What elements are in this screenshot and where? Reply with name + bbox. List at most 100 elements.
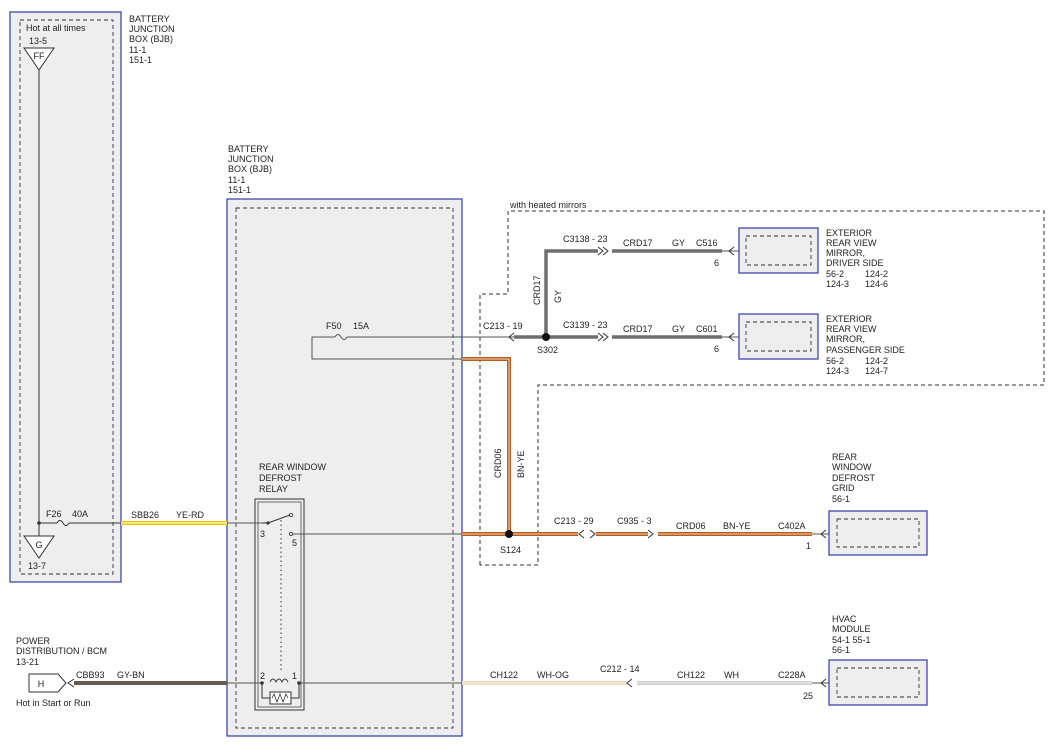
rear-defrost-grid-box: REAR WINDOW DEFROST GRID 56-1 [828, 452, 928, 556]
wire-sbb26-color: YE-RD [176, 510, 205, 520]
bjb-left-title: BATTERY JUNCTION BOX (BJB) 11-1 151-1 [129, 14, 175, 65]
wire-crd06-vertical: CRD06 [493, 448, 503, 478]
connector-ff-label: FF [34, 51, 45, 61]
power-distribution-bcm: POWER DISTRIBUTION / BCM 13-21 H Hot in … [16, 636, 107, 708]
fuse-f50: F50 15A [311, 321, 462, 360]
mirror-driver-ref-1b: 124-2 [865, 269, 888, 279]
bjb-main-box [226, 198, 463, 737]
bjb-left-box [9, 11, 122, 583]
hvac-title-2: MODULE [832, 624, 871, 634]
rear-grid-pin: 1 [806, 541, 811, 551]
mirror-passenger-box: EXTERIOR REAR VIEW MIRROR, PASSENGER SID… [738, 313, 905, 376]
heated-mirrors-label: with heated mirrors [509, 200, 587, 210]
mirror-passenger-title-1: EXTERIOR [826, 314, 873, 324]
connector-c402a: C402A [778, 521, 806, 531]
wire-gy-driver: GY [672, 238, 685, 248]
bjb-main-title-5: 151-1 [228, 185, 251, 195]
bjb-main-title-2: JUNCTION [228, 154, 274, 164]
wire-gy-bn-label: GY-BN [117, 670, 145, 680]
wire-wh-og-label: WH-OG [537, 670, 569, 680]
fuse-f26: F26 40A [37, 509, 121, 526]
wire-bn-ye-label: BN-YE [723, 521, 751, 531]
hvac-module-box: HVAC MODULE 54-1 55-1 56-1 [828, 614, 928, 706]
mirror-driver-ref-2b: 124-6 [865, 279, 888, 289]
bjb-main-title-1: BATTERY [228, 144, 269, 154]
wire-ch122-label-b: CH122 [677, 670, 705, 680]
mirror-passenger-title-2: REAR VIEW [826, 324, 877, 334]
connector-c3139: C3139 - 23 [563, 320, 608, 330]
relay-pin-5: 5 [292, 538, 297, 548]
bjb-main-title-4: 11-1 [228, 175, 245, 185]
connector-c228a: C228A [778, 670, 806, 680]
mirror-driver-box: EXTERIOR REAR VIEW MIRROR, DRIVER SIDE 5… [738, 227, 888, 289]
bjb-main-title: BATTERY JUNCTION BOX (BJB) 11-1 151-1 [228, 144, 274, 195]
connector-ff: FF [23, 47, 55, 71]
bjb-left-title-5: 151-1 [129, 55, 152, 65]
bjb-left-title-3: BOX (BJB) [129, 34, 173, 44]
wire-crd17-vertical: CRD17 [532, 275, 542, 305]
power-dist-title-2: DISTRIBUTION / BCM [16, 646, 107, 656]
mirror-passenger-pin: 6 [714, 344, 719, 354]
mirror-passenger-title-4: PASSENGER SIDE [826, 345, 905, 355]
bjb-left-title-2: JUNCTION [129, 24, 175, 34]
power-dist-title-1: POWER [16, 636, 51, 646]
splice-s302-label: S302 [537, 345, 558, 355]
wire-sbb26-label: SBB26 [131, 510, 159, 520]
connector-c516: C516 [696, 238, 718, 248]
connector-c935-3: C935 - 3 [617, 516, 652, 526]
mirror-passenger-ref-2b: 124-7 [865, 366, 888, 376]
connector-c213-19: C213 - 19 [483, 321, 523, 331]
bjb-left-bottom-ref: 13-7 [28, 561, 46, 571]
relay-pin-1: 1 [292, 671, 297, 681]
wire-cbb93-label: CBB93 [76, 670, 105, 680]
wire-crd06-bn-ye: S124 CRD06 BN-YE C213 - 29 C935 - 3 CRD0… [462, 357, 834, 555]
relay-pin-2: 2 [260, 671, 265, 681]
mirror-driver-title-3: MIRROR, [826, 248, 865, 258]
fuse-f50-name: F50 [326, 321, 342, 331]
relay-title-1: REAR WINDOW [259, 462, 327, 472]
connector-g: G [23, 535, 55, 559]
wire-cbb93-gy-bn: CBB93 GY-BN [74, 670, 262, 685]
mirror-driver-title-2: REAR VIEW [826, 238, 877, 248]
wire-bn-ye-vertical: BN-YE [516, 450, 526, 478]
mirror-passenger-ref-1a: 56-2 [826, 356, 844, 366]
wire-gy-vertical: GY [553, 290, 563, 303]
mirror-driver-ref-1a: 56-2 [826, 269, 844, 279]
rear-window-defrost-relay: REAR WINDOW DEFROST RELAY 3 5 2 1 [254, 462, 327, 711]
bjb-main-title-3: BOX (BJB) [228, 164, 272, 174]
bjb-left-top-ref: 13-5 [29, 36, 47, 46]
mirror-driver-ref-2a: 124-3 [826, 279, 849, 289]
wire-wh-label: WH [724, 670, 739, 680]
connector-h-label: H [38, 679, 45, 689]
hot-in-start-run-note: Hot in Start or Run [16, 698, 91, 708]
connector-c212-14: C212 - 14 [600, 664, 640, 674]
hvac-title-3: 54-1 55-1 [832, 635, 871, 645]
connector-c213-29: C213 - 29 [554, 516, 594, 526]
bjb-left-title-4: 11-1 [129, 45, 146, 55]
fuse-f26-name: F26 [46, 509, 62, 519]
relay-title-3: RELAY [259, 484, 288, 494]
rear-grid-title-2: WINDOW [832, 462, 872, 472]
power-dist-title-3: 13-21 [16, 657, 39, 667]
wire-ch122-label-a: CH122 [490, 670, 518, 680]
mirror-driver-title-4: DRIVER SIDE [826, 258, 884, 268]
wire-crd17-driver: CRD17 [623, 238, 653, 248]
mirror-passenger-ref-1b: 124-2 [865, 356, 888, 366]
splice-s302: S302 CRD17 GY [532, 249, 598, 355]
relay-title-2: DEFROST [259, 473, 303, 483]
mirror-passenger-title-3: MIRROR, [826, 334, 865, 344]
hot-at-all-times-label: Hot at all times [26, 23, 86, 33]
wire-sbb26: SBB26 YE-RD [121, 510, 262, 525]
heated-mirrors-option-outline: with heated mirrors [479, 200, 1045, 566]
wire-crd06-label: CRD06 [676, 521, 706, 531]
splice-s124-label: S124 [500, 545, 521, 555]
relay-pin-3: 3 [260, 529, 265, 539]
wire-gy-passenger: GY [672, 324, 685, 334]
rear-grid-title-3: DEFROST [832, 473, 876, 483]
mirror-driver-pin: 6 [714, 258, 719, 268]
mirror-driver-title-1: EXTERIOR [826, 228, 873, 238]
connector-c601: C601 [696, 324, 718, 334]
rear-grid-title-5: 56-1 [832, 494, 850, 504]
hvac-title-1: HVAC [832, 614, 857, 624]
